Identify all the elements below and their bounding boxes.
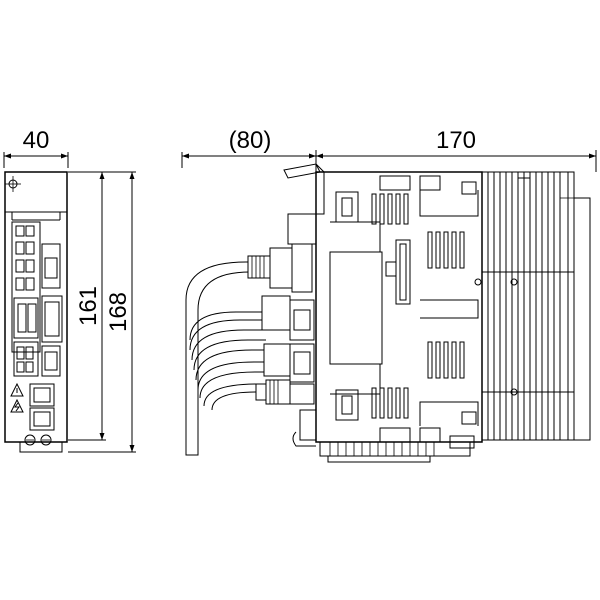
front-terminal-column bbox=[11, 221, 41, 377]
body-depth-dimension: 170 bbox=[315, 127, 597, 172]
ground-screw-icon bbox=[24, 434, 52, 446]
front-view: 40 bbox=[3, 127, 136, 453]
side-cable-connectors bbox=[247, 243, 315, 405]
side-cables bbox=[185, 261, 270, 456]
body-depth-dimension-label: 170 bbox=[436, 127, 476, 154]
side-base bbox=[319, 435, 475, 463]
inner-height-dimension: 161 bbox=[68, 171, 106, 441]
side-heatsink bbox=[481, 171, 591, 441]
inner-height-dimension-label: 161 bbox=[75, 286, 102, 326]
width-dimension: 40 bbox=[3, 127, 69, 168]
outer-height-dimension-label: 168 bbox=[105, 292, 132, 332]
crosshair-icon bbox=[5, 176, 21, 192]
width-dimension-label: 40 bbox=[23, 127, 50, 154]
front-connector-column bbox=[41, 243, 63, 377]
cable-depth-dimension-label: (80) bbox=[229, 127, 272, 154]
side-inner-structure bbox=[329, 175, 482, 443]
electric-shock-triangle-icon bbox=[10, 398, 24, 413]
warning-triangle-icon bbox=[10, 382, 24, 397]
outer-height-dimension: 168 bbox=[68, 171, 136, 453]
cable-depth-dimension: (80) bbox=[181, 127, 316, 168]
side-view: (80) 170 bbox=[181, 127, 597, 463]
